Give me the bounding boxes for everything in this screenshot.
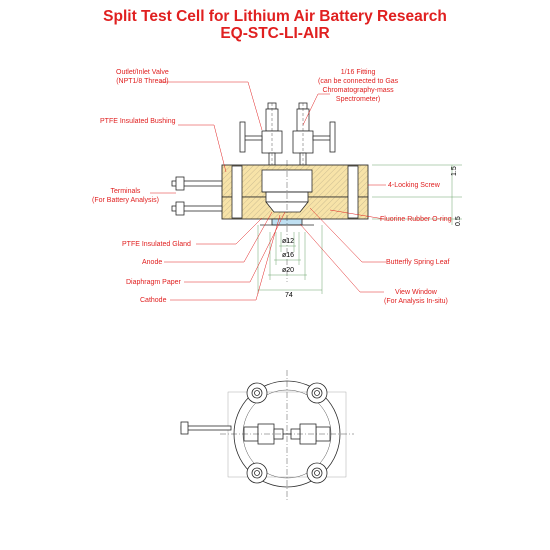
dim-h05: 0.5 — [455, 216, 462, 226]
leader-lines — [150, 81, 386, 301]
dim-w74: 74 — [285, 292, 293, 299]
dim-d12: ø12 — [282, 238, 295, 245]
label-anode: Anode — [142, 259, 163, 266]
label-fluorine-ring: Fluorine Rubber O-ring — [380, 216, 452, 223]
dim-d16: ø16 — [282, 252, 295, 259]
dim-d20: ø20 — [282, 267, 295, 274]
page-title: Split Test Cell for Lithium Air Battery … — [103, 8, 447, 25]
label-diaphragm: Diaphragm Paper — [126, 279, 181, 286]
label-fitting: 1/16 Fitting (can be connected to Gas Ch… — [318, 69, 399, 103]
top-view-terminal — [180, 421, 232, 435]
left-valve — [239, 102, 283, 166]
label-ptfe-bushing: PTFE Insulated Bushing — [100, 118, 176, 125]
dimension-lines — [257, 164, 462, 294]
label-outlet-valve: Outlet/Inlet Valve (NPT1/8 Thread) — [116, 69, 169, 85]
model-number: EQ-STC-LI-AIR — [220, 25, 330, 42]
right-valve — [292, 102, 336, 166]
locking-screw-heads — [246, 382, 328, 484]
terminals — [171, 176, 223, 216]
cell-body — [221, 164, 369, 220]
label-cathode: Cathode — [140, 297, 167, 304]
label-view-window: View Window (For Analysis In-situ) — [384, 289, 448, 305]
label-terminals: Terminals (For Battery Analysis) — [92, 188, 159, 204]
label-butterfly: Butterfly Spring Leaf — [386, 259, 450, 266]
label-locking-screw: 4-Locking Screw — [388, 182, 440, 189]
section-view — [171, 102, 369, 226]
dim-h15: 1.5 — [451, 166, 458, 176]
label-ptfe-gland: PTFE Insulated Gland — [122, 241, 191, 248]
top-view — [180, 370, 354, 500]
